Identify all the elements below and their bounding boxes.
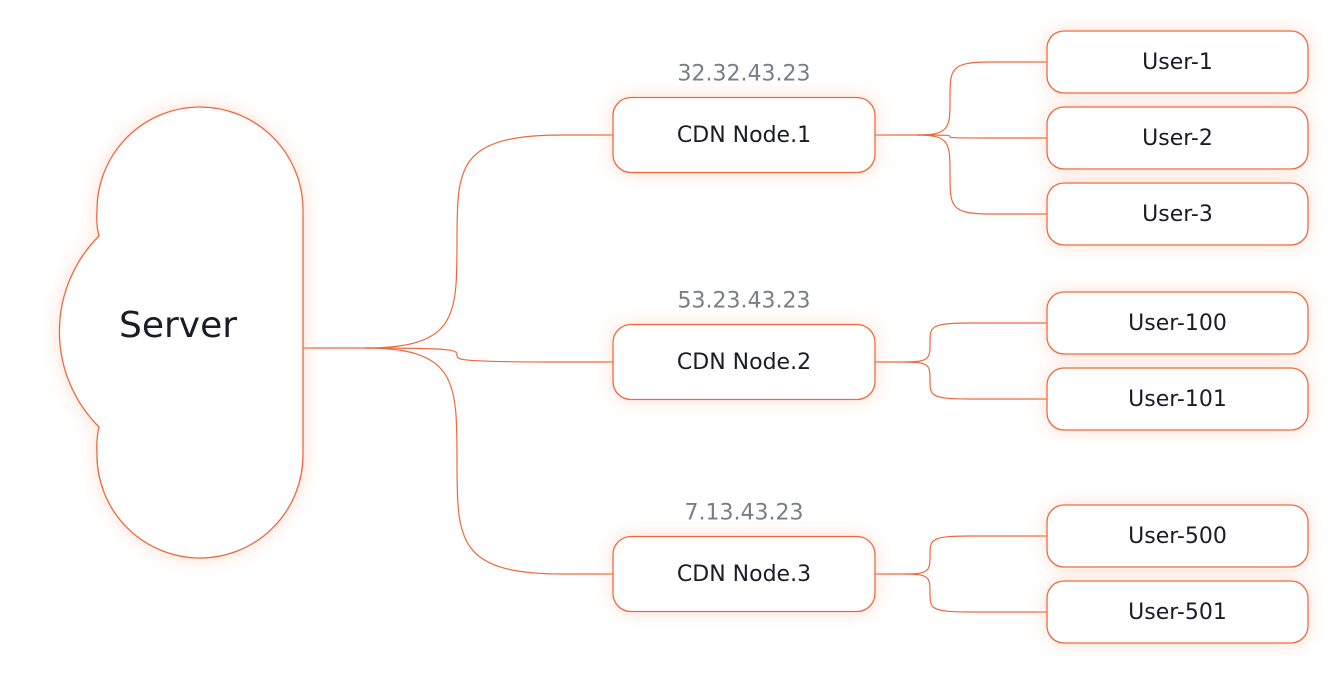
user-node-box: [1046, 291, 1309, 355]
cdn-ip-address: 32.32.43.23: [678, 62, 811, 87]
user-node-user-2[interactable]: User-2: [1046, 106, 1309, 170]
user-node-label: User-501: [1128, 600, 1227, 625]
cdn-ip-address: 53.23.43.23: [678, 289, 811, 314]
connector-cdn-1-to-user: [916, 134, 1047, 139]
cdn-ip-address: 7.13.43.23: [685, 501, 804, 526]
user-node-box: [1046, 182, 1309, 246]
user-node-user-101[interactable]: User-101: [1046, 367, 1309, 431]
user-node-box: [1046, 30, 1309, 94]
server-node[interactable]: Server: [58, 106, 304, 559]
server-label: Server: [119, 305, 237, 346]
user-node-label: User-2: [1142, 126, 1213, 151]
user-node-user-1[interactable]: User-1: [1046, 30, 1309, 94]
user-node-box: [1046, 106, 1309, 170]
connector-cdn-2-to-user: [904, 361, 1047, 400]
user-node-user-3[interactable]: User-3: [1046, 182, 1309, 246]
connector-cdn-2-to-user: [904, 322, 1047, 363]
user-node-label: User-500: [1128, 524, 1227, 549]
connector-cdn-1-to-user: [916, 134, 1047, 215]
user-node-user-100[interactable]: User-100: [1046, 291, 1309, 355]
user-node-user-500[interactable]: User-500: [1046, 504, 1309, 568]
cdn-node-label: CDN Node.3: [677, 562, 811, 587]
connector-cdn-3-to-user: [904, 535, 1047, 575]
cdn-node-box: [612, 535, 876, 613]
cdn-node-1[interactable]: CDN Node.1: [612, 96, 876, 174]
user-node-label: User-1: [1142, 50, 1213, 75]
user-node-box: [1046, 504, 1309, 568]
cdn-node-label: CDN Node.2: [677, 350, 811, 375]
user-node-box: [1046, 367, 1309, 431]
cdn-node-box: [612, 323, 876, 401]
user-node-label: User-3: [1142, 202, 1213, 227]
user-node-box: [1046, 580, 1309, 644]
connector-cdn-1-to-user: [916, 61, 1047, 136]
user-node-label: User-101: [1128, 387, 1227, 412]
cdn-node-label: CDN Node.1: [677, 123, 811, 148]
connector-server-to-cdn-3: [364, 347, 613, 575]
cdn-node-2[interactable]: CDN Node.2: [612, 323, 876, 401]
connector-cdn-3-to-user: [904, 573, 1047, 613]
cdn-node-3[interactable]: CDN Node.3: [612, 535, 876, 613]
server-cloud-icon: [58, 106, 304, 559]
connector-server-to-cdn-2: [364, 347, 613, 363]
cdn-node-box: [612, 96, 876, 174]
user-node-label: User-100: [1128, 311, 1227, 336]
user-node-user-501[interactable]: User-501: [1046, 580, 1309, 644]
connector-server-to-cdn-1: [364, 134, 613, 349]
connectors: [303, 61, 1047, 613]
